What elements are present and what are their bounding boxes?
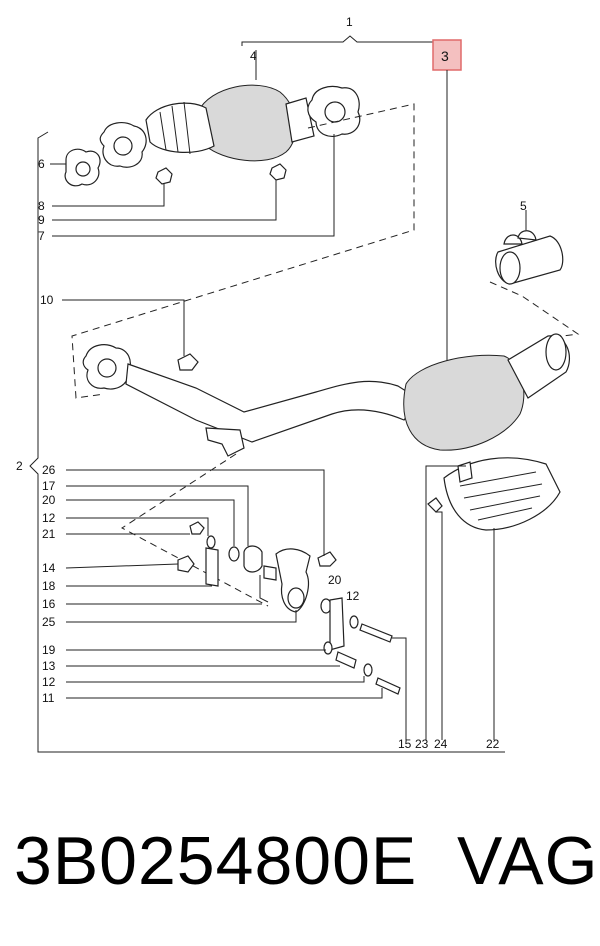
callout-2: 2 (16, 459, 23, 473)
bolt-10: 10 (40, 293, 199, 371)
callout-19: 19 (42, 643, 56, 657)
callout-6: 6 (38, 157, 45, 171)
callout-7: 7 (38, 229, 45, 243)
callout-14: 14 (42, 561, 56, 575)
clamp-5: 5 (489, 199, 580, 339)
mounting-hardware: 26 17 20 12 21 14 18 16 25 19 13 12 11 2… (42, 453, 412, 751)
callout-23: 23 (415, 737, 429, 751)
brace-2: 2 (16, 131, 505, 753)
front-catalytic-converter: 4 (99, 49, 361, 168)
callout-12: 12 (42, 511, 56, 525)
callout-22: 22 (486, 737, 500, 751)
heat-shield-22: 22 (443, 457, 561, 751)
callout-25: 25 (42, 615, 56, 629)
part-number: 3B0254800E (14, 823, 418, 899)
callout-24: 24 (434, 737, 448, 751)
callout-17: 17 (42, 479, 56, 493)
callout-13: 13 (42, 659, 56, 673)
callout-3: 3 (441, 48, 449, 64)
callout-4: 4 (250, 49, 257, 63)
callout-12-lower: 12 (42, 675, 56, 689)
callout-20: 20 (42, 493, 56, 507)
callout-1: 1 (346, 15, 353, 29)
callout-9: 9 (38, 213, 45, 227)
callout-8: 8 (38, 199, 45, 213)
nuts-8-9: 8 9 7 (38, 134, 335, 243)
exhaust-pipe (82, 333, 570, 457)
callout-5: 5 (520, 199, 527, 213)
callout-15: 15 (398, 737, 412, 751)
callout-10: 10 (40, 293, 54, 307)
bracket-1: 1 (241, 15, 461, 49)
callout-21: 21 (42, 527, 56, 541)
alignment-dashes-top (71, 103, 415, 399)
brand-name: VAG (457, 823, 599, 899)
callout-20-mid: 20 (328, 573, 342, 587)
callout-11: 11 (42, 691, 55, 705)
exhaust-parts-diagram: 1 2 3 4 6 8 9 7 (16, 15, 580, 753)
highlight-callout-3[interactable]: 3 (432, 39, 462, 368)
callout-26: 26 (42, 463, 56, 477)
gasket-6: 6 (38, 148, 101, 187)
callout-16: 16 (42, 597, 56, 611)
callout-18: 18 (42, 579, 56, 593)
part-caption: 3B0254800E VAG (14, 822, 598, 922)
callout-12-mid: 12 (346, 589, 360, 603)
bracket-23-bolt-24: 23 24 (415, 461, 473, 751)
